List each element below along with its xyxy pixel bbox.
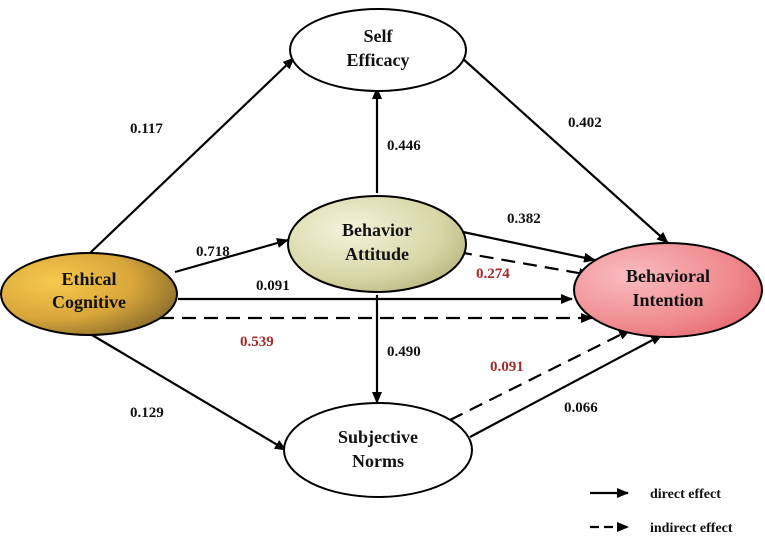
edge-se-bi: [461, 57, 669, 244]
legend-indirect-label: indirect effect: [650, 521, 733, 536]
edge-ba-bi-indirect: [457, 250, 591, 279]
label-se-bi: 0.402: [568, 115, 602, 131]
node-subjective-norms-line2: Norms: [352, 451, 404, 471]
label-ec-bi-indirect: 0.539: [240, 334, 274, 350]
label-ba-bi-direct: 0.382: [507, 211, 541, 227]
edge-sn-bi-direct: [469, 334, 663, 438]
label-ba-bi-indirect: 0.274: [476, 266, 510, 282]
edges: [89, 57, 669, 451]
label-ec-se: 0.117: [130, 121, 163, 137]
edge-labels: 0.117 0.718 0.091 0.539 0.129 0.446 0.49…: [130, 115, 602, 421]
node-ethical-cognitive-line2: Cognitive: [52, 292, 126, 312]
node-behavioral-intention-line2: Intention: [632, 290, 703, 310]
legend-direct-label: direct effect: [650, 487, 721, 502]
edge-ba-bi-direct: [462, 230, 596, 263]
node-behavior-attitude-line2: Attitude: [345, 244, 409, 264]
node-behavioral-intention: Behavioral Intention: [573, 242, 763, 338]
node-ethical-cognitive-line1: Ethical: [61, 269, 116, 289]
label-sn-bi-direct: 0.066: [564, 400, 598, 416]
node-self-efficacy-line1: Self: [364, 26, 394, 46]
legend: direct effect indirect effect: [590, 487, 733, 536]
edge-ec-sn: [91, 334, 287, 451]
node-self-efficacy-line2: Efficacy: [347, 50, 410, 70]
edge-sn-bi-indirect: [449, 329, 631, 421]
label-ec-ba: 0.718: [196, 244, 230, 260]
label-ba-se: 0.446: [387, 138, 421, 154]
label-ba-sn: 0.490: [387, 344, 421, 360]
node-self-efficacy: Self Efficacy: [289, 8, 467, 92]
node-behavior-attitude-line1: Behavior: [342, 220, 412, 240]
node-behavioral-intention-line1: Behavioral: [626, 266, 710, 286]
node-subjective-norms-line1: Subjective: [338, 427, 418, 447]
node-subjective-norms: Subjective Norms: [283, 402, 473, 498]
edge-ec-ba: [174, 238, 289, 274]
node-ethical-cognitive: Ethical Cognitive: [0, 252, 178, 336]
label-ec-sn: 0.129: [130, 405, 164, 421]
label-ec-bi-direct: 0.091: [256, 278, 290, 294]
label-sn-bi-indirect: 0.091: [490, 359, 524, 375]
node-behavior-attitude: Behavior Attitude: [287, 195, 467, 293]
edge-ec-se: [89, 57, 295, 254]
